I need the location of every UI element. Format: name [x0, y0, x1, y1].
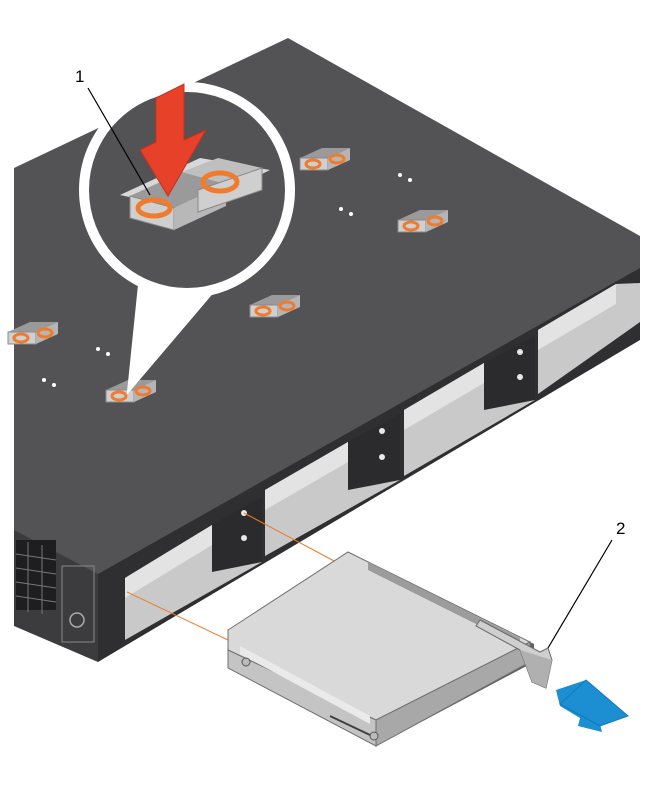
guide-line — [126, 591, 229, 641]
guide-line — [243, 512, 337, 563]
callout-2-label: 2 — [616, 519, 625, 538]
indicator-dots — [42, 173, 412, 387]
hard-drive[interactable] — [227, 551, 534, 747]
callout-1-label: 1 — [75, 67, 84, 86]
callout-2-leader — [547, 539, 613, 649]
down-arrow-icon — [139, 83, 208, 197]
drive-handle[interactable] — [475, 619, 553, 689]
callout-1-leader — [87, 87, 151, 196]
magnified-button — [120, 158, 270, 231]
bay-4 — [538, 283, 640, 394]
vent-grille — [15, 540, 95, 643]
